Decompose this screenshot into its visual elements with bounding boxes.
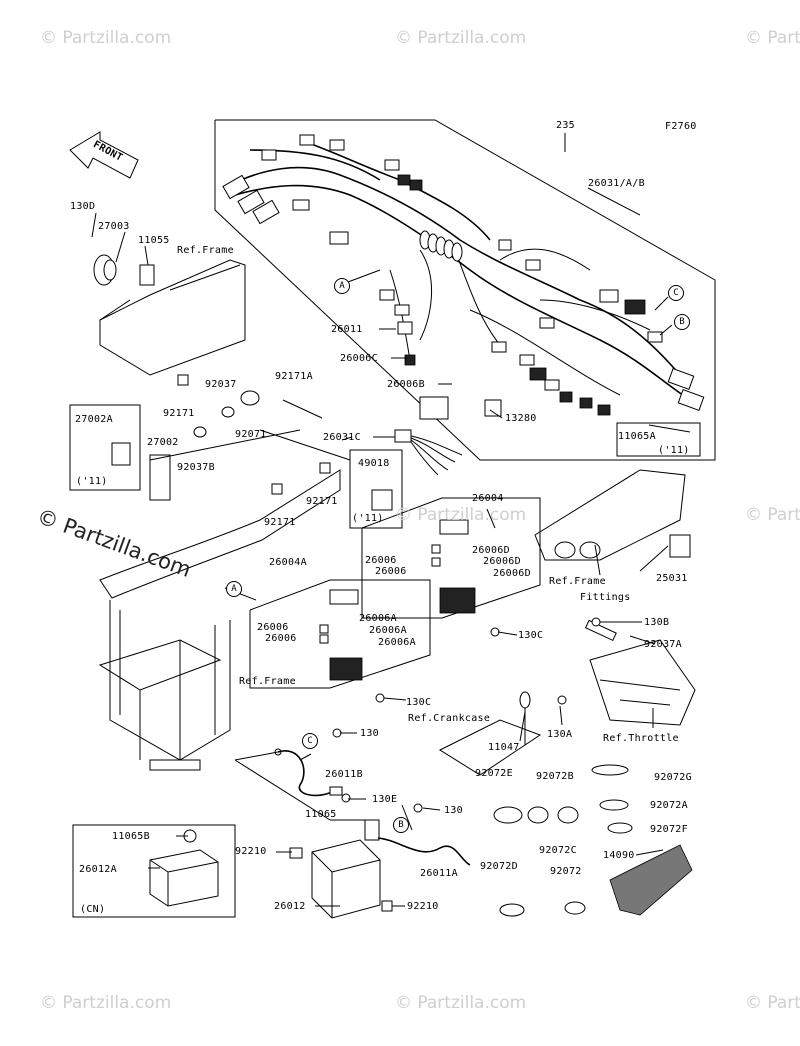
part-label: 26006C bbox=[340, 353, 378, 364]
part-label: 92072 bbox=[550, 866, 582, 877]
part-label: 130 bbox=[360, 728, 379, 739]
callout-b: B bbox=[674, 314, 690, 330]
part-label: 235 bbox=[556, 120, 575, 131]
part-label: 130 bbox=[444, 805, 463, 816]
part-label: 26004 bbox=[472, 493, 504, 504]
watermark-text: © Partzilla.com bbox=[745, 28, 800, 48]
part-label: 130C bbox=[406, 697, 432, 708]
part-label: 11065B bbox=[112, 831, 150, 842]
callout-c: C bbox=[302, 733, 318, 749]
part-label: 11055 bbox=[138, 235, 170, 246]
part-label: 26006A bbox=[369, 625, 407, 636]
part-label: 92037B bbox=[177, 462, 215, 473]
part-label: 27002A bbox=[75, 414, 113, 425]
part-label: 92210 bbox=[235, 846, 267, 857]
part-label: 26006 bbox=[265, 633, 297, 644]
part-label: 92072F bbox=[650, 824, 688, 835]
part-label: 26006D bbox=[483, 556, 521, 567]
ref-label: Ref.Crankcase bbox=[408, 713, 491, 724]
watermark-text: © Partzilla.com bbox=[745, 993, 800, 1013]
part-label: 92171 bbox=[163, 408, 195, 419]
part-label: 14090 bbox=[603, 850, 635, 861]
front-arrow-shape bbox=[69, 131, 139, 179]
part-label: 26006D bbox=[472, 545, 510, 556]
watermark-text: © Partzilla.com bbox=[395, 28, 527, 48]
part-label: 92072B bbox=[536, 771, 574, 782]
part-label: 92037 bbox=[205, 379, 237, 390]
region-label: (CN) bbox=[80, 904, 106, 915]
callout-a: A bbox=[226, 581, 242, 597]
part-label: 26006 bbox=[257, 622, 289, 633]
part-label: 27002 bbox=[147, 437, 179, 448]
part-label: 92210 bbox=[407, 901, 439, 912]
part-label: 92171 bbox=[264, 517, 296, 528]
callout-b: B bbox=[393, 817, 409, 833]
part-label: 92171 bbox=[306, 496, 338, 507]
part-label: 26031/A/B bbox=[588, 178, 645, 189]
part-label: 26006B bbox=[387, 379, 425, 390]
watermark-text: © Partzilla.com bbox=[40, 28, 172, 48]
part-label: 130A bbox=[547, 729, 573, 740]
part-label: 92037A bbox=[644, 639, 682, 650]
part-label: 25031 bbox=[656, 573, 688, 584]
part-label: 13280 bbox=[505, 413, 537, 424]
part-label: 92072A bbox=[650, 800, 688, 811]
part-label: 26031C bbox=[323, 432, 361, 443]
ref-label: Ref.Frame bbox=[549, 576, 606, 587]
part-label: 26006 bbox=[375, 566, 407, 577]
part-label: 26006 bbox=[365, 555, 397, 566]
callout-c: C bbox=[668, 285, 684, 301]
ref-label: Fittings bbox=[580, 592, 631, 603]
part-label: 130D bbox=[70, 201, 96, 212]
part-label: 26006A bbox=[359, 613, 397, 624]
part-label: 92072C bbox=[539, 845, 577, 856]
part-label: 130E bbox=[372, 794, 398, 805]
watermark-text: © Partzilla.com bbox=[745, 505, 800, 525]
year-label: ('11) bbox=[76, 476, 108, 487]
part-label: 26006D bbox=[493, 568, 531, 579]
ref-label: Ref.Frame bbox=[177, 245, 234, 256]
part-label: 26012A bbox=[79, 864, 117, 875]
part-label: 26004A bbox=[269, 557, 307, 568]
part-label: 92071 bbox=[235, 429, 267, 440]
part-label: 11065A bbox=[618, 431, 656, 442]
part-label: 26006A bbox=[378, 637, 416, 648]
watermark-text: © Partzilla.com bbox=[395, 505, 527, 525]
part-label: 130C bbox=[518, 630, 544, 641]
part-label: 26012 bbox=[274, 901, 306, 912]
main-harness-art bbox=[222, 134, 705, 476]
part-label: 27003 bbox=[98, 221, 130, 232]
year-label: ('11) bbox=[352, 513, 384, 524]
figure-code: F2760 bbox=[665, 121, 697, 132]
ref-label: Ref.Frame bbox=[239, 676, 296, 687]
part-label: 92171A bbox=[275, 371, 313, 382]
part-label: 49018 bbox=[358, 458, 390, 469]
part-label: 92072G bbox=[654, 772, 692, 783]
watermark-text: © Partzilla.com bbox=[395, 993, 527, 1013]
part-label: 11065 bbox=[305, 809, 337, 820]
part-label: 92072D bbox=[480, 861, 518, 872]
part-label: 26011B bbox=[325, 769, 363, 780]
part-label: 26011 bbox=[331, 324, 363, 335]
part-label: 26011A bbox=[420, 868, 458, 879]
callout-a: A bbox=[334, 278, 350, 294]
ref-label: Ref.Throttle bbox=[603, 733, 679, 744]
year-label: ('11) bbox=[658, 445, 690, 456]
part-label: 130B bbox=[644, 617, 670, 628]
watermark-text: © Partzilla.com bbox=[40, 993, 172, 1013]
part-label: 11047 bbox=[488, 742, 520, 753]
part-label: 92072E bbox=[475, 768, 513, 779]
